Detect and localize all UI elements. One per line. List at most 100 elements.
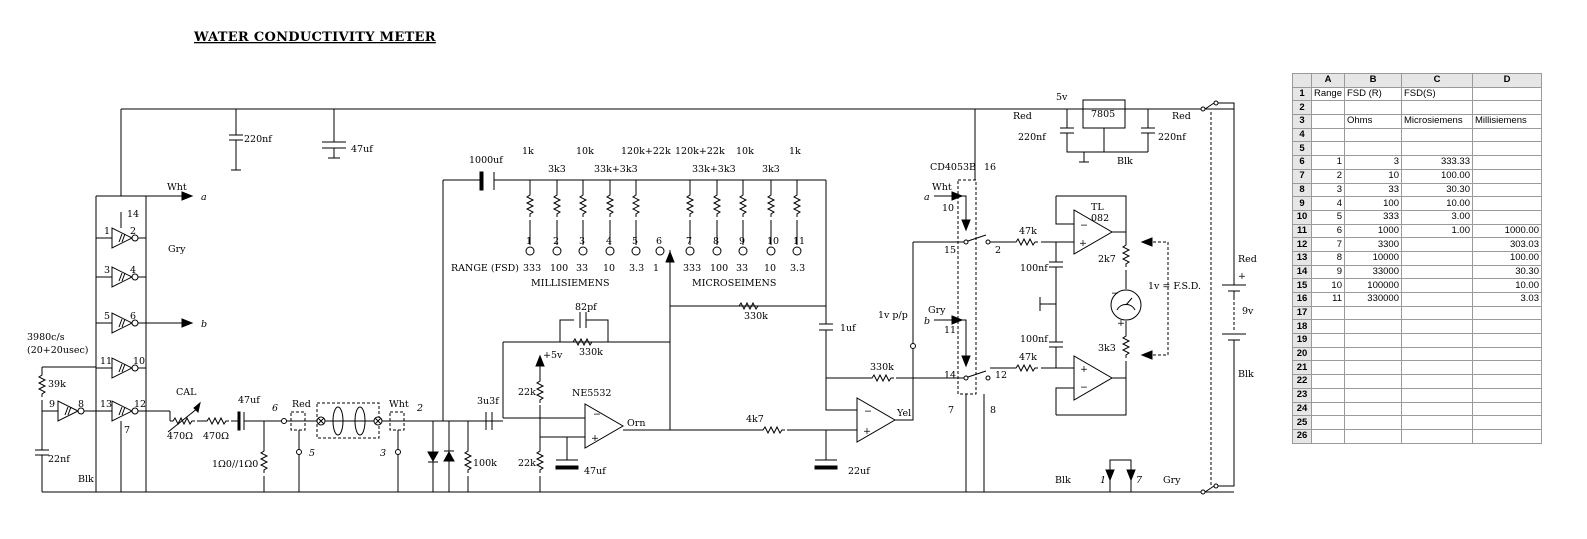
cell-d[interactable]: 1000.00 bbox=[1472, 223, 1542, 239]
row-header[interactable]: 4 bbox=[1292, 127, 1312, 143]
cell-a[interactable]: 6 bbox=[1311, 223, 1345, 239]
row-header[interactable]: 15 bbox=[1292, 278, 1312, 293]
cell-d[interactable] bbox=[1472, 319, 1542, 335]
cell-d[interactable] bbox=[1472, 182, 1542, 198]
cell-b[interactable] bbox=[1344, 319, 1402, 335]
cell-b[interactable]: 100000 bbox=[1344, 278, 1402, 293]
cell-c[interactable]: 10.00 bbox=[1401, 196, 1473, 211]
cell-d[interactable]: Millisiemens bbox=[1472, 114, 1542, 129]
cell-c[interactable] bbox=[1401, 415, 1473, 430]
cell-a[interactable]: 10 bbox=[1311, 278, 1345, 293]
cell-a[interactable] bbox=[1311, 319, 1345, 335]
cell-c[interactable] bbox=[1401, 428, 1473, 444]
col-header-d[interactable]: D bbox=[1472, 73, 1542, 88]
cell-b[interactable] bbox=[1344, 415, 1402, 430]
row-header[interactable]: 26 bbox=[1292, 428, 1312, 444]
row-header[interactable]: 20 bbox=[1292, 346, 1312, 362]
row-header[interactable]: 22 bbox=[1292, 374, 1312, 389]
cell-c[interactable] bbox=[1401, 278, 1473, 293]
cell-b[interactable] bbox=[1344, 346, 1402, 362]
cell-b[interactable]: 33 bbox=[1344, 182, 1402, 198]
cell-a[interactable]: 3 bbox=[1311, 182, 1345, 198]
cell-c[interactable]: Microsiemens bbox=[1401, 114, 1473, 129]
cell-b[interactable]: 100 bbox=[1344, 196, 1402, 211]
cell-c[interactable] bbox=[1401, 127, 1473, 143]
row-header[interactable]: 14 bbox=[1292, 264, 1312, 280]
row-header[interactable]: 9 bbox=[1292, 196, 1312, 211]
cell-a[interactable]: 5 bbox=[1311, 209, 1345, 225]
cell-b[interactable]: Ohms bbox=[1344, 114, 1402, 129]
cell-b[interactable]: 1000 bbox=[1344, 223, 1402, 239]
cell-d[interactable] bbox=[1472, 100, 1542, 116]
row-header[interactable]: 16 bbox=[1292, 292, 1312, 307]
cell-c[interactable]: 333.33 bbox=[1401, 155, 1473, 170]
cell-c[interactable] bbox=[1401, 360, 1473, 376]
cell-a[interactable] bbox=[1311, 346, 1345, 362]
col-header-b[interactable]: B bbox=[1344, 73, 1402, 88]
cell-d[interactable]: 100.00 bbox=[1472, 250, 1542, 266]
cell-a[interactable] bbox=[1311, 415, 1345, 430]
cell-a[interactable]: 11 bbox=[1311, 292, 1345, 307]
cell-c[interactable] bbox=[1401, 374, 1473, 389]
cell-d[interactable] bbox=[1472, 415, 1542, 430]
cell-a[interactable] bbox=[1311, 428, 1345, 444]
cell-d[interactable] bbox=[1472, 209, 1542, 225]
cell-d[interactable] bbox=[1472, 168, 1542, 184]
cell-c[interactable]: 3.00 bbox=[1401, 209, 1473, 225]
row-header[interactable]: 21 bbox=[1292, 360, 1312, 376]
row-header[interactable]: 11 bbox=[1292, 223, 1312, 239]
cell-d[interactable] bbox=[1472, 196, 1542, 211]
row-header[interactable]: 8 bbox=[1292, 182, 1312, 198]
row-header[interactable]: 19 bbox=[1292, 333, 1312, 348]
row-header[interactable]: 24 bbox=[1292, 401, 1312, 417]
cell-d[interactable] bbox=[1472, 127, 1542, 143]
cell-b[interactable] bbox=[1344, 387, 1402, 403]
cell-c[interactable] bbox=[1401, 250, 1473, 266]
cell-a[interactable] bbox=[1311, 100, 1345, 116]
cell-d[interactable]: 10.00 bbox=[1472, 278, 1542, 293]
cell-b[interactable]: 330000 bbox=[1344, 292, 1402, 307]
row-header[interactable]: 10 bbox=[1292, 209, 1312, 225]
cell-b[interactable] bbox=[1344, 305, 1402, 321]
cell-b[interactable] bbox=[1344, 428, 1402, 444]
cell-d[interactable]: 303.03 bbox=[1472, 237, 1542, 252]
cell-a[interactable]: 8 bbox=[1311, 250, 1345, 266]
cell-b[interactable] bbox=[1344, 401, 1402, 417]
row-header[interactable]: 6 bbox=[1292, 155, 1312, 170]
cell-d[interactable] bbox=[1472, 387, 1542, 403]
row-header[interactable]: 13 bbox=[1292, 250, 1312, 266]
cell-d[interactable] bbox=[1472, 86, 1542, 102]
cell-a[interactable]: 4 bbox=[1311, 196, 1345, 211]
cell-b[interactable]: 3300 bbox=[1344, 237, 1402, 252]
cell-c[interactable] bbox=[1401, 319, 1473, 335]
cell-c[interactable]: 1.00 bbox=[1401, 223, 1473, 239]
cell-d[interactable] bbox=[1472, 374, 1542, 389]
cell-a[interactable] bbox=[1311, 141, 1345, 157]
cell-a[interactable] bbox=[1311, 374, 1345, 389]
cell-b[interactable]: 333 bbox=[1344, 209, 1402, 225]
cell-d[interactable] bbox=[1472, 305, 1542, 321]
cell-d[interactable] bbox=[1472, 141, 1542, 157]
cell-a[interactable]: 7 bbox=[1311, 237, 1345, 252]
cell-d[interactable] bbox=[1472, 428, 1542, 444]
cell-b[interactable] bbox=[1344, 333, 1402, 348]
row-header[interactable]: 2 bbox=[1292, 100, 1312, 116]
row-header[interactable]: 1 bbox=[1292, 86, 1312, 102]
cell-a[interactable] bbox=[1311, 127, 1345, 143]
row-header[interactable]: 3 bbox=[1292, 114, 1312, 129]
row-header[interactable]: 5 bbox=[1292, 141, 1312, 157]
cell-a[interactable]: 1 bbox=[1311, 155, 1345, 170]
col-header-c[interactable]: C bbox=[1401, 73, 1473, 88]
cell-c[interactable] bbox=[1401, 305, 1473, 321]
cell-d[interactable] bbox=[1472, 401, 1542, 417]
cell-c[interactable]: 30.30 bbox=[1401, 182, 1473, 198]
cell-a[interactable]: Range bbox=[1311, 86, 1345, 102]
cell-a[interactable] bbox=[1311, 333, 1345, 348]
cell-c[interactable] bbox=[1401, 333, 1473, 348]
cell-c[interactable] bbox=[1401, 141, 1473, 157]
row-header[interactable]: 7 bbox=[1292, 168, 1312, 184]
cell-a[interactable] bbox=[1311, 360, 1345, 376]
cell-d[interactable]: 30.30 bbox=[1472, 264, 1542, 280]
cell-c[interactable] bbox=[1401, 292, 1473, 307]
cell-b[interactable]: 10000 bbox=[1344, 250, 1402, 266]
